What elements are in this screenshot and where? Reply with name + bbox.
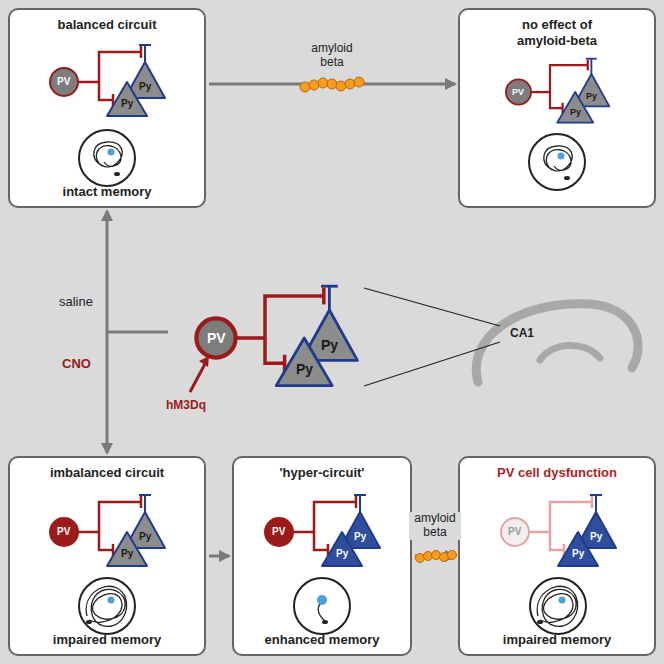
edge-label: amyloid beta: [409, 512, 461, 540]
box-fill: [459, 9, 655, 207]
hippocampus-outline: [540, 345, 600, 360]
pyramidal-cell-label: Py: [139, 531, 151, 543]
state-box: no effect of amyloid-beta: [458, 8, 656, 208]
pv-cell-label: PV: [207, 330, 226, 346]
condition-label: saline: [59, 295, 93, 310]
edge-label: amyloid beta: [306, 42, 358, 70]
pyramidal-cell-label: Py: [121, 548, 133, 560]
memory-label: impaired memory: [53, 632, 161, 648]
pyramidal-cell-label: Py: [572, 548, 584, 560]
box-fill: [9, 457, 205, 655]
hippocampus-outline: [476, 304, 638, 382]
pyramidal-cell-label: Py: [321, 337, 338, 353]
leader-line: [364, 342, 500, 386]
box-heading: imbalanced circuit: [50, 465, 164, 481]
pyramidal-cell-label: Py: [570, 107, 581, 117]
pyramidal-cell-label: Py: [586, 91, 597, 101]
box-heading: no effect of amyloid-beta: [505, 17, 609, 48]
state-box: 'hyper-circuit' enhanced memory: [232, 456, 412, 656]
circuit-icon: [50, 495, 165, 566]
box-heading: balanced circuit: [58, 17, 157, 33]
region-label: CA1: [510, 327, 534, 341]
state-box: PV cell dysfunction impaired memory: [458, 456, 656, 656]
memory-icon: [294, 578, 350, 634]
leader-line: [364, 288, 500, 326]
memory-icon: [79, 130, 135, 186]
pv-cell-label: PV: [57, 76, 70, 88]
transition-arrow: [209, 555, 229, 558]
box-fill: [233, 457, 411, 655]
memory-icon: [529, 134, 585, 190]
box-heading: PV cell dysfunction: [497, 465, 617, 481]
pyramidal-cell-label: Py: [121, 98, 133, 110]
condition-label: CNO: [62, 357, 91, 372]
activation-arrow: [190, 362, 206, 392]
box-fill: [459, 457, 655, 655]
arrow-head: [199, 356, 209, 367]
circuit-icon: [50, 45, 165, 116]
amyloid-beads: [416, 551, 457, 563]
pv-cell-label: PV: [512, 87, 524, 97]
box-fill: [9, 9, 205, 207]
memory-icon: [530, 578, 586, 634]
circuit-icon: [265, 495, 380, 566]
pyramidal-cell-label: Py: [336, 548, 348, 560]
state-box: imbalanced circuit impaired memory: [8, 456, 206, 656]
circuit-icon: [196, 286, 357, 385]
circuit-icon: [501, 495, 616, 566]
memory-icon: [79, 578, 135, 634]
circuit-icon: [506, 59, 610, 123]
pv-cell-label: PV: [272, 526, 285, 538]
box-heading: 'hyper-circuit': [280, 465, 365, 481]
pyramidal-cell-label: Py: [590, 531, 602, 543]
memory-label: enhanced memory: [265, 632, 380, 648]
pv-cell-label: PV: [57, 526, 70, 538]
pyramidal-cell-label: Py: [354, 531, 366, 543]
memory-label: intact memory: [63, 184, 152, 200]
receptor-label: hM3Dq: [166, 399, 206, 413]
state-box: balanced circuit intact memory: [8, 8, 206, 208]
pyramidal-cell-label: Py: [139, 81, 151, 93]
amyloid-beads: [300, 77, 364, 92]
branch-line: [107, 331, 168, 334]
pyramidal-cell-label: Py: [296, 361, 313, 377]
pv-cell-label: PV: [508, 526, 521, 538]
memory-label: impaired memory: [503, 632, 611, 648]
